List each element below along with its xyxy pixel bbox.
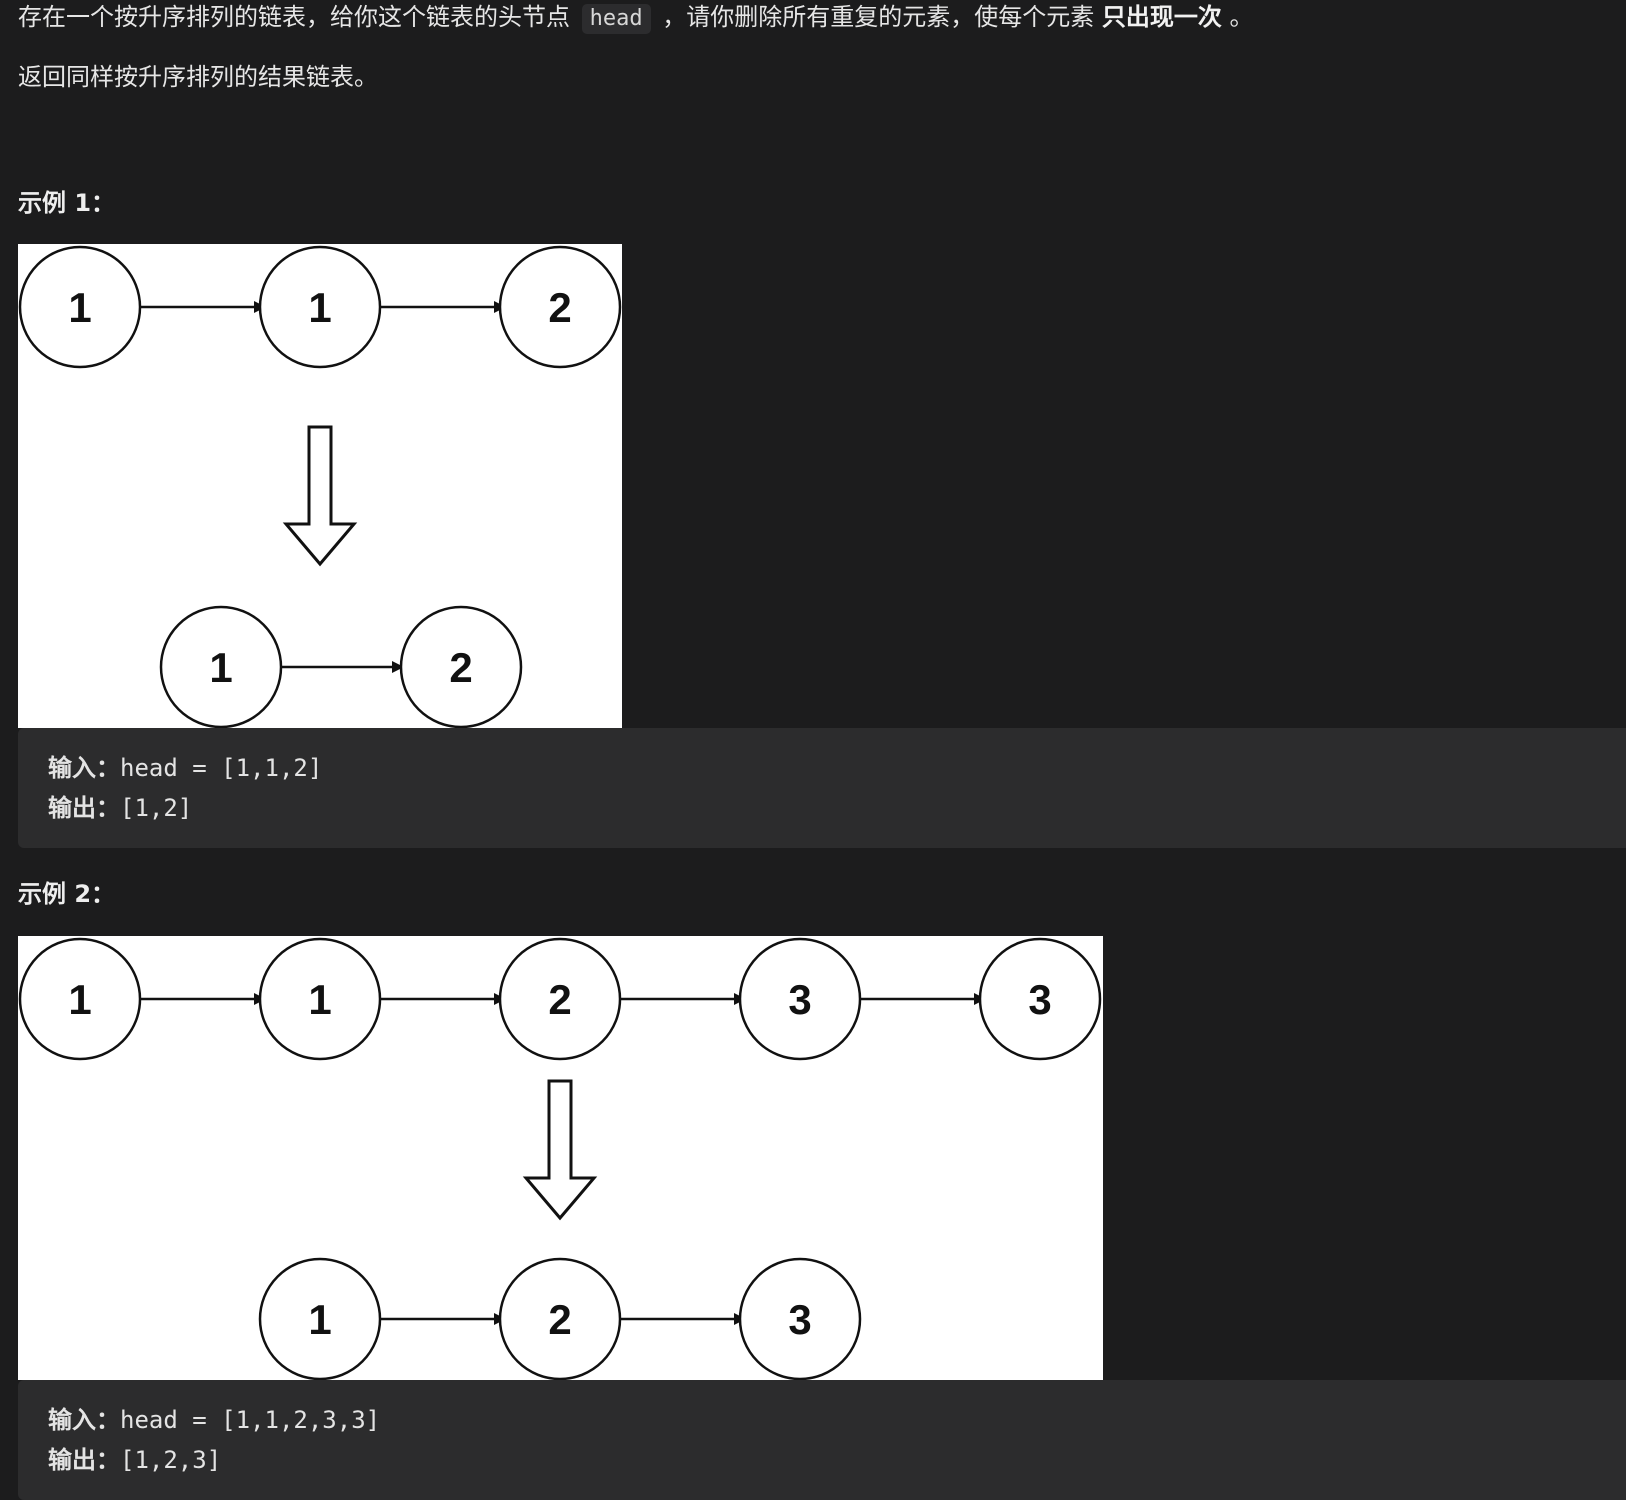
example-2-top-node-2 — [258, 937, 382, 1061]
example-2-bottom-node-2 — [498, 1257, 622, 1380]
example-2-bottom-node-1-label: 1 — [308, 1296, 331, 1343]
example-2-bottom-node-3 — [738, 1257, 862, 1380]
example-1-linked-list-diagram: 1 1 2 1 2 — [18, 245, 622, 728]
example-2-top-node-5-label: 3 — [1028, 976, 1051, 1023]
example-2-top-node-2-label: 1 — [308, 976, 331, 1023]
example-1-output-label: 输出： — [48, 794, 120, 822]
example-1-figure: 1 1 2 1 2 — [18, 244, 622, 728]
example-1-io-block: 输入：head = [1,1,2] 输出：[1,2] — [18, 728, 1626, 848]
example-2-top-node-1 — [18, 937, 142, 1061]
example-2-linked-list-diagram: 1 1 2 3 3 1 2 3 — [18, 937, 1102, 1380]
description-text-start: 存在一个按升序排列的链表，给你这个链表的头节点 — [18, 3, 570, 31]
head-inline-code: head — [581, 4, 651, 34]
example-2-top-node-4 — [738, 937, 862, 1061]
example-1-top-node-2 — [258, 245, 382, 369]
example-2-top-node-5 — [978, 937, 1102, 1061]
example-2-top-node-3 — [498, 937, 622, 1061]
example-2-down-arrow — [522, 1079, 598, 1221]
example-2-bottom-node-1 — [258, 1257, 382, 1380]
problem-description: 存在一个按升序排列的链表，给你这个链表的头节点 head ，请你删除所有重复的元… — [18, 0, 1254, 34]
example-2-top-node-3-label: 2 — [548, 976, 571, 1023]
description-text-middle: ，请你删除所有重复的元素，使每个元素 — [662, 3, 1095, 31]
example-2-top-node-4-label: 3 — [788, 976, 811, 1023]
return-description: 返回同样按升序排列的结果链表。 — [18, 63, 378, 91]
example-2-output-line: 输出：[1,2,3] — [48, 1440, 221, 1480]
example-1-output-line: 输出：[1,2] — [48, 788, 192, 828]
example-1-input-line: 输入：head = [1,1,2] — [48, 748, 322, 788]
example-2-bottom-node-3-label: 3 — [788, 1296, 811, 1343]
example-1-bottom-node-2-label: 2 — [449, 644, 472, 691]
example-2-output-value: [1,2,3] — [120, 1446, 222, 1474]
example-1-bottom-node-1 — [159, 605, 283, 728]
example-1-top-node-3-label: 2 — [548, 284, 571, 331]
example-1-output-value: [1,2] — [120, 794, 193, 822]
example-1-top-node-1-label: 1 — [68, 284, 91, 331]
example-2-output-label: 输出： — [48, 1446, 120, 1474]
example-2-input-line: 输入：head = [1,1,2,3,3] — [48, 1400, 380, 1440]
example-1-top-node-2-label: 1 — [308, 284, 331, 331]
example-2-io-block: 输入：head = [1,1,2,3,3] 输出：[1,2,3] — [18, 1380, 1626, 1500]
example-2-figure: 1 1 2 3 3 1 2 3 — [18, 936, 1103, 1380]
example-2-top-node-1-label: 1 — [68, 976, 91, 1023]
example-1-top-node-3 — [498, 245, 622, 369]
description-text-end: 。 — [1229, 3, 1254, 31]
example-1-top-node-1 — [18, 245, 142, 369]
emphasis-text: 只出现一次 — [1101, 3, 1222, 31]
example-2-input-label: 输入： — [48, 1406, 120, 1434]
example-2-bottom-node-2-label: 2 — [548, 1296, 571, 1343]
example-1-input-value: head = [1,1,2] — [120, 754, 323, 782]
example-2-input-value: head = [1,1,2,3,3] — [120, 1406, 381, 1434]
example-1-bottom-node-1-label: 1 — [209, 644, 232, 691]
example-1-bottom-node-2 — [399, 605, 523, 728]
example-1-down-arrow — [282, 425, 358, 567]
example-1-input-label: 输入： — [48, 754, 120, 782]
example-2-title: 示例 2： — [18, 880, 116, 908]
example-1-title: 示例 1： — [18, 189, 116, 217]
